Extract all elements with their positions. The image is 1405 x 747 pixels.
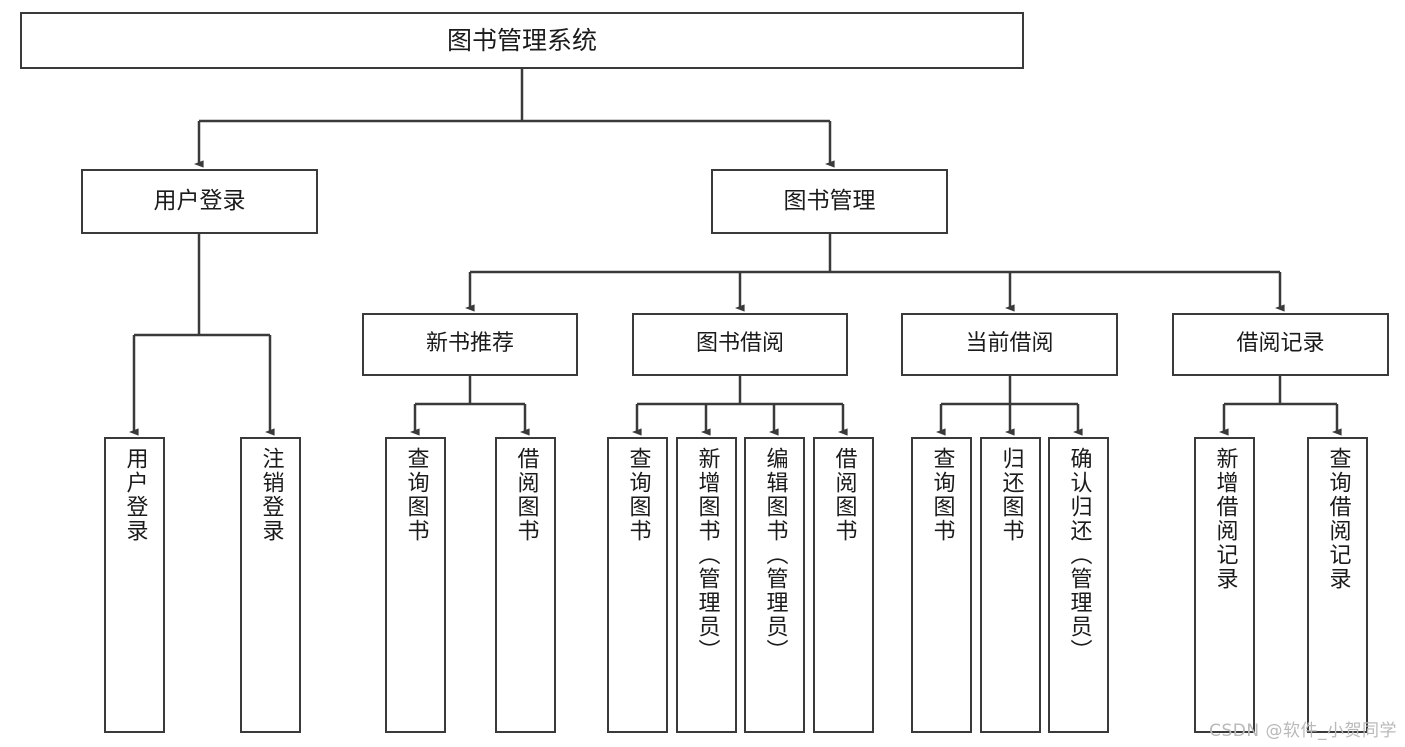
leaf-current-borrow-query[interactable]: 查询图书 [911,437,972,733]
leaf-label: 借阅图书 [513,447,539,543]
leaf-label: 归还图书 [998,447,1024,543]
leaf-user-login-signin[interactable]: 用户登录 [104,437,165,733]
node-book-borrow-label: 图书借阅 [695,331,784,357]
leaf-label: 查询图书 [625,447,651,543]
leaf-label: 确认归还（管理员） [1066,447,1092,663]
leaf-label: 注销登录 [258,447,284,543]
leaf-current-borrow-return[interactable]: 归还图书 [980,437,1041,733]
leaf-label: 新增图书（管理员） [694,447,720,663]
node-borrow-record-label: 借阅记录 [1236,331,1325,357]
node-current-borrow-label: 当前借阅 [965,331,1054,357]
leaf-label: 查询借阅记录 [1325,447,1351,591]
node-book-management[interactable]: 图书管理 [711,169,948,234]
node-user-login-label: 用户登录 [153,187,246,214]
leaf-borrow-record-add[interactable]: 新增借阅记录 [1194,437,1255,733]
leaf-book-borrow-query[interactable]: 查询图书 [607,437,668,733]
node-user-login[interactable]: 用户登录 [81,169,318,234]
watermark: CSDN @软件_小贺同学 [1209,721,1397,741]
node-new-book-recommend-label: 新书推荐 [425,331,514,357]
leaf-label: 新增借阅记录 [1212,447,1238,591]
leaf-label: 用户登录 [122,447,148,543]
leaf-label: 借阅图书 [831,447,857,543]
node-new-book-recommend[interactable]: 新书推荐 [362,313,578,376]
node-current-borrow[interactable]: 当前借阅 [901,313,1118,376]
leaf-user-login-signout[interactable]: 注销登录 [240,437,301,733]
node-borrow-record[interactable]: 借阅记录 [1172,313,1389,376]
leaf-label: 查询图书 [403,447,429,543]
leaf-current-borrow-confirm-return[interactable]: 确认归还（管理员） [1048,437,1109,733]
node-root-label: 图书管理系统 [446,25,597,55]
node-book-management-label: 图书管理 [783,187,876,214]
leaf-book-borrow-borrow[interactable]: 借阅图书 [813,437,874,733]
node-root[interactable]: 图书管理系统 [20,12,1024,69]
leaf-book-borrow-edit[interactable]: 编辑图书（管理员） [744,437,805,733]
leaf-new-book-borrow[interactable]: 借阅图书 [495,437,556,733]
leaf-borrow-record-query[interactable]: 查询借阅记录 [1307,437,1368,733]
leaf-new-book-query[interactable]: 查询图书 [385,437,446,733]
leaf-label: 查询图书 [929,447,955,543]
node-book-borrow[interactable]: 图书借阅 [632,313,848,376]
leaf-label: 编辑图书（管理员） [762,447,788,663]
leaf-book-borrow-add[interactable]: 新增图书（管理员） [676,437,737,733]
